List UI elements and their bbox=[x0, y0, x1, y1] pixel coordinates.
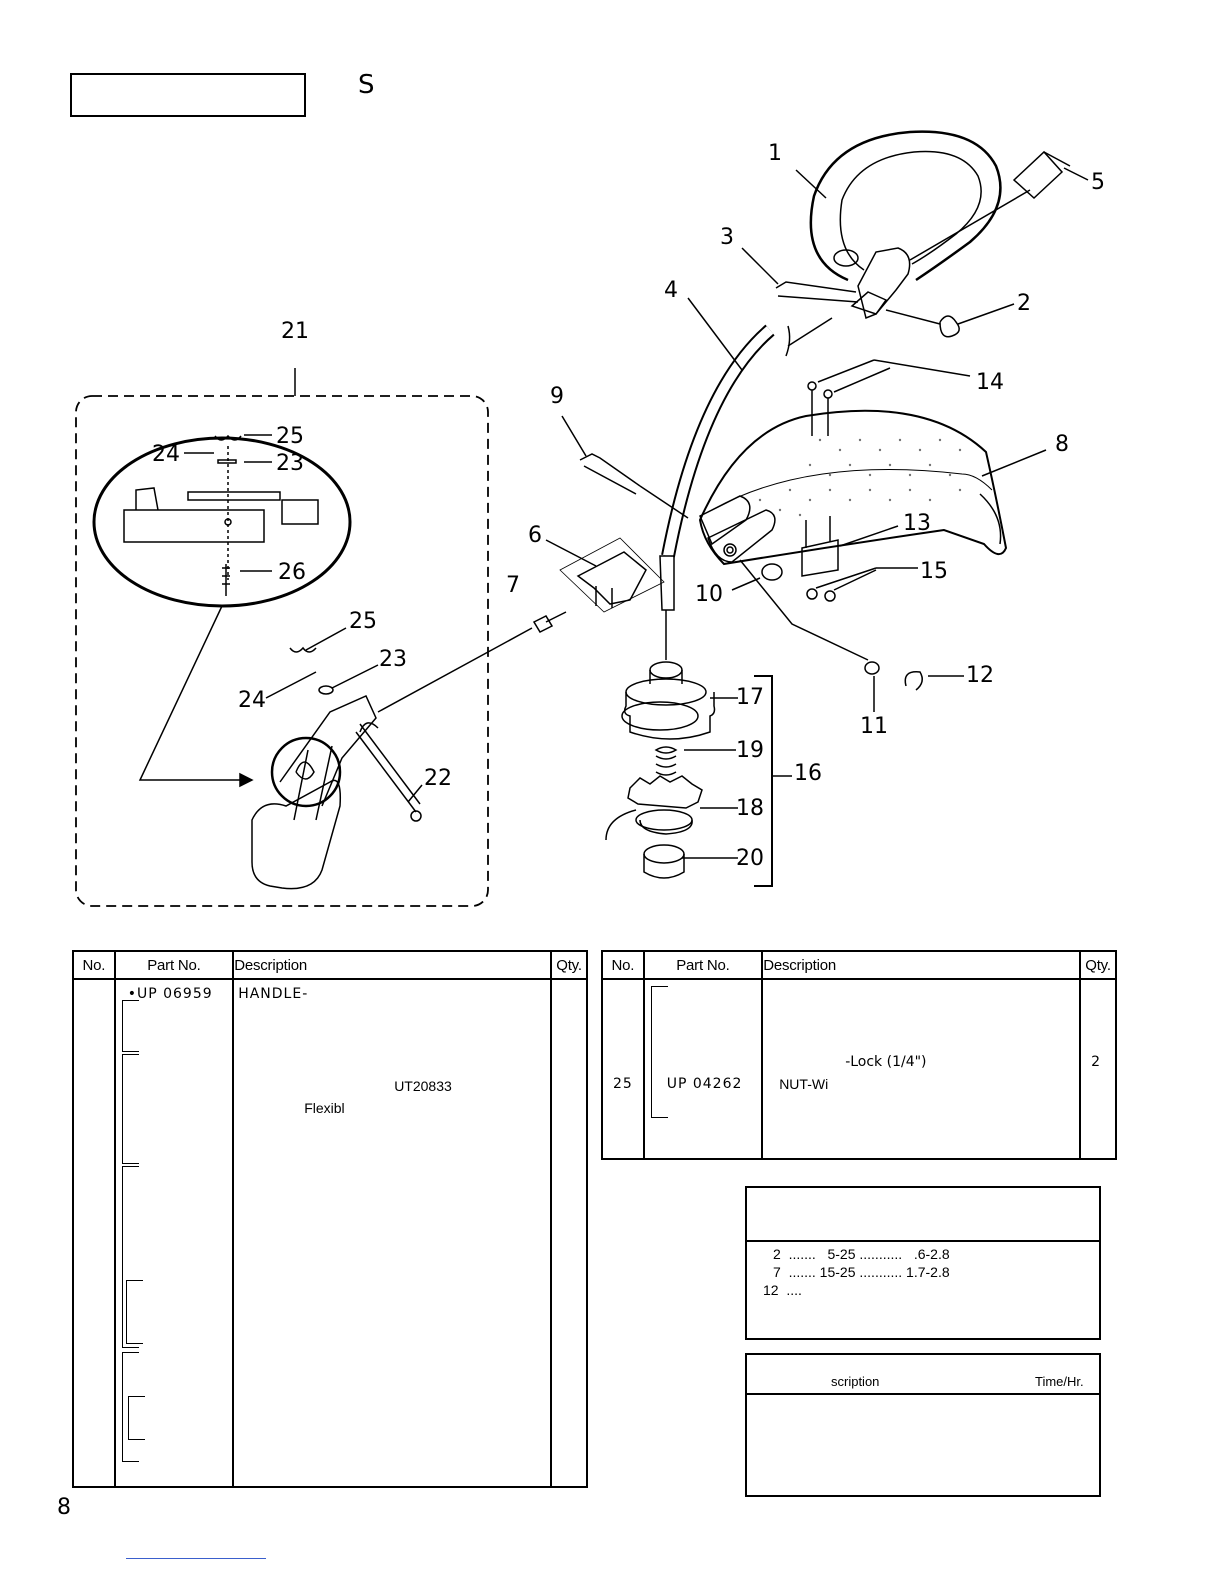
no-cell: 25 bbox=[601, 978, 645, 1160]
callout-6: 6 bbox=[528, 523, 542, 548]
labor-time-box: scription Time/Hr. bbox=[745, 1353, 1101, 1497]
callout-18: 18 bbox=[736, 796, 764, 821]
callout-23: 23 bbox=[379, 647, 407, 672]
col-description: Description bbox=[232, 950, 553, 980]
part-no-cell: UP 04262 bbox=[642, 978, 764, 1160]
qty-cell bbox=[550, 978, 588, 1488]
divider bbox=[747, 1393, 1099, 1395]
callout-1: 1 bbox=[768, 141, 782, 166]
callout-11: 11 bbox=[860, 714, 888, 739]
parts-table-left: No. Part No. Description Qty. •UP 06959 … bbox=[72, 950, 588, 1488]
inset-dashed-box bbox=[75, 395, 489, 907]
description-cell: HANDLE- UT20833 Flexibl bbox=[232, 978, 553, 1488]
footer-rule bbox=[126, 1558, 266, 1559]
callout-23-inset: 23 bbox=[276, 451, 304, 476]
labor-time-header: Time/Hr. bbox=[1035, 1374, 1084, 1389]
col-qty: Qty. bbox=[550, 950, 588, 980]
callout-17: 17 bbox=[736, 685, 764, 710]
callout-9: 9 bbox=[550, 384, 564, 409]
group-bracket bbox=[121, 1166, 139, 1348]
page-number: 8 bbox=[57, 1495, 71, 1520]
description-value: -Lock (1/4") bbox=[845, 1054, 927, 1070]
callout-24: 24 bbox=[238, 688, 266, 713]
callout-24-inset: 24 bbox=[152, 442, 180, 467]
torque-row: 12 .... bbox=[763, 1282, 802, 1298]
callout-14: 14 bbox=[976, 370, 1004, 395]
callout-22: 22 bbox=[424, 766, 452, 791]
callout-25: 25 bbox=[349, 609, 377, 634]
group-bracket bbox=[650, 986, 668, 1118]
callout-8: 8 bbox=[1055, 432, 1069, 457]
callout-25-inset: 25 bbox=[276, 424, 304, 449]
callout-26: 26 bbox=[278, 560, 306, 585]
callout-12: 12 bbox=[966, 663, 994, 688]
no-value: 25 bbox=[613, 1076, 633, 1092]
no-cell bbox=[72, 978, 116, 1488]
section-title-box bbox=[70, 73, 306, 117]
callout-4: 4 bbox=[664, 278, 678, 303]
callout-19: 19 bbox=[736, 738, 764, 763]
qty-cell: 2 bbox=[1079, 978, 1117, 1160]
col-no: No. bbox=[72, 950, 116, 980]
callout-21: 21 bbox=[281, 319, 309, 344]
callout-15: 15 bbox=[920, 559, 948, 584]
callout-5: 5 bbox=[1091, 170, 1105, 195]
labor-description-header: scription bbox=[831, 1374, 880, 1389]
group-bracket bbox=[125, 1280, 143, 1344]
description-value: NUT-Wi bbox=[779, 1076, 829, 1092]
callout-10: 10 bbox=[695, 582, 723, 607]
part-no-value: •UP 06959 bbox=[127, 986, 213, 1002]
description-value: Flexibl bbox=[304, 1100, 345, 1116]
exploded-parts-diagram: 1 2 3 4 5 8 9 10 11 12 13 14 15 16 17 18… bbox=[75, 130, 1105, 907]
callout-7: 7 bbox=[506, 573, 520, 598]
torque-row: 2 ....... 5-25 ........... .6-2.8 bbox=[773, 1246, 950, 1262]
callout-2: 2 bbox=[1017, 291, 1031, 316]
qty-value: 2 bbox=[1091, 1054, 1102, 1070]
torque-row: 7 ....... 15-25 ........... 1.7-2.8 bbox=[773, 1264, 950, 1280]
divider bbox=[747, 1240, 1099, 1242]
col-part-no: Part No. bbox=[642, 950, 764, 980]
col-no: No. bbox=[601, 950, 645, 980]
col-qty: Qty. bbox=[1079, 950, 1117, 980]
group-bracket bbox=[127, 1396, 145, 1440]
group-bracket bbox=[121, 1000, 139, 1052]
description-cell: -Lock (1/4") NUT-Wi bbox=[761, 978, 1082, 1160]
callout-13: 13 bbox=[903, 511, 931, 536]
group-bracket bbox=[121, 1054, 139, 1164]
callout-16: 16 bbox=[794, 761, 822, 786]
description-value: HANDLE- bbox=[238, 986, 309, 1002]
part-no-value: UT20833 bbox=[394, 1078, 452, 1094]
group-bracket bbox=[121, 1352, 139, 1462]
part-no-cell: •UP 06959 bbox=[113, 978, 235, 1488]
section-letter: S bbox=[358, 70, 375, 100]
parts-table-right: No. Part No. Description Qty. 25 UP 0426… bbox=[601, 950, 1117, 1160]
col-part-no: Part No. bbox=[113, 950, 235, 980]
callout-20: 20 bbox=[736, 846, 764, 871]
part-no-value: UP 04262 bbox=[666, 1076, 743, 1092]
col-description: Description bbox=[761, 950, 1082, 980]
torque-spec-box: 2 ....... 5-25 ........... .6-2.8 7 ....… bbox=[745, 1186, 1101, 1340]
callout-3: 3 bbox=[720, 225, 734, 250]
